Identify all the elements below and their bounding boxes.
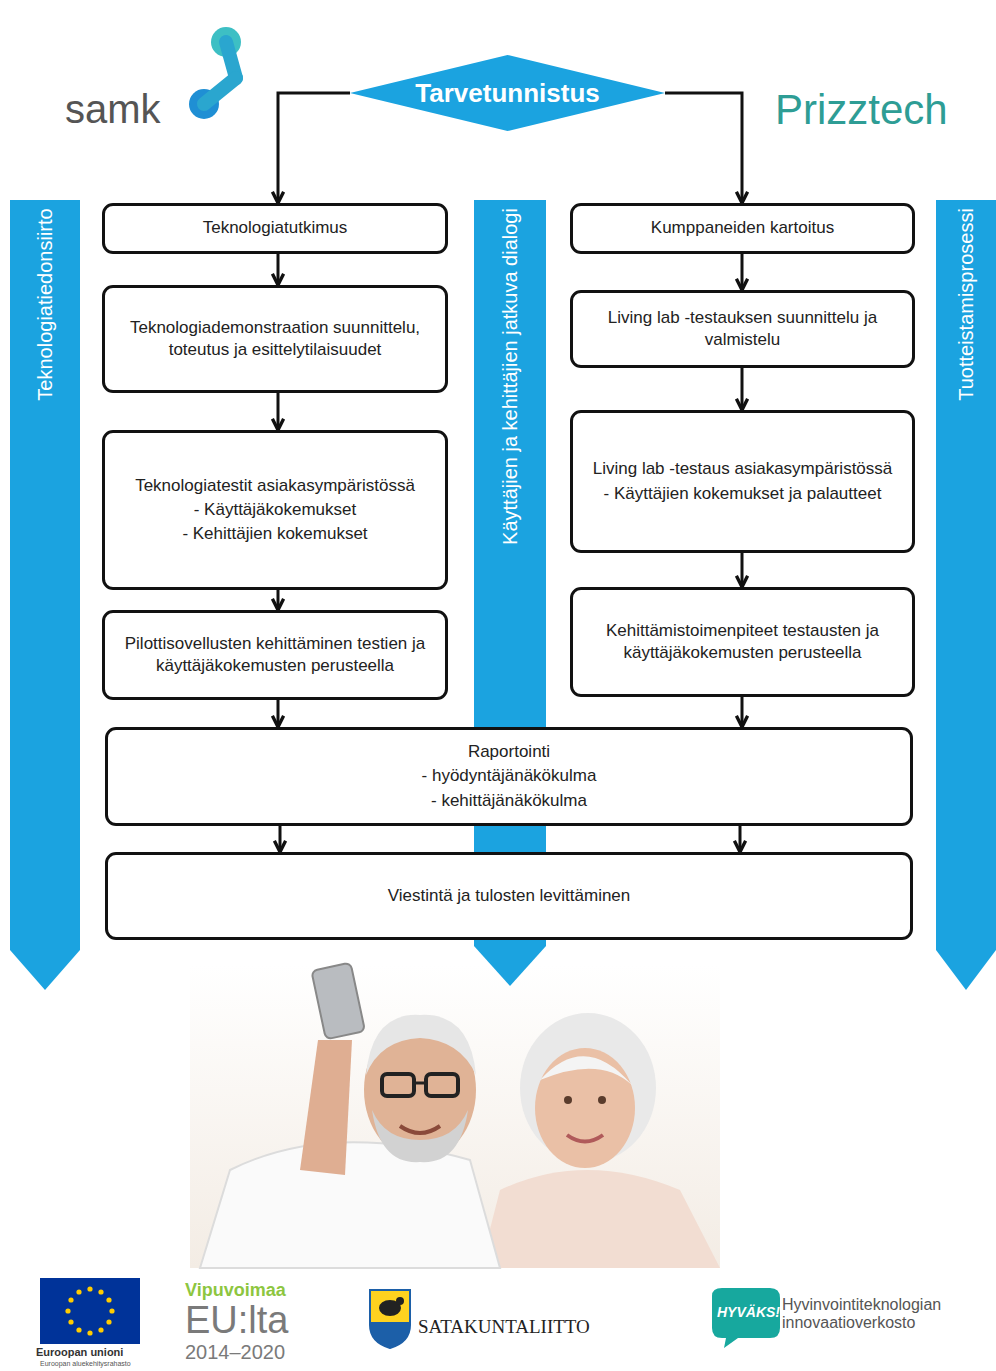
- node-text: Kehittämistoimenpiteet testausten ja käy…: [585, 620, 900, 664]
- node-text: Teknologiademonstraation suunnittelu, to…: [117, 317, 433, 361]
- node-text: Käyttäjien ja kehittäjien jatkuva dialog…: [499, 208, 522, 545]
- connector-arrow: [277, 393, 280, 430]
- logo-text: Euroopan aluekehitysrahasto: [40, 1360, 131, 1368]
- node-text: Living lab -testauksen suunnittelu ja va…: [585, 307, 900, 351]
- man-arm: [300, 1040, 352, 1175]
- logo-text: samk: [65, 86, 161, 132]
- decision-diamond: Tarvetunnistus: [350, 55, 665, 131]
- process-box: Living lab -testaus asiakasympäristössä -…: [570, 410, 915, 553]
- node-text: Teknologiatiedonsiirto: [34, 208, 57, 400]
- glasses: [382, 1074, 414, 1096]
- band-fill: [10, 200, 80, 990]
- glasses: [414, 1082, 426, 1085]
- eye: [564, 1096, 572, 1104]
- connector-arrow: [741, 553, 744, 587]
- bear: [396, 1297, 404, 1305]
- process-box: Teknologiatestit asiakasympäristössä- Kä…: [102, 430, 448, 590]
- logo-text: 2014–2020: [185, 1341, 285, 1364]
- logo-link: [204, 78, 236, 104]
- node-text: Living lab -testaus asiakasympäristössä: [593, 458, 893, 480]
- process-box: Kumppaneiden kartoitus: [570, 203, 915, 254]
- node-text: Raportointi: [468, 741, 550, 763]
- connector-arrow: [277, 700, 280, 727]
- eye: [598, 1096, 606, 1104]
- samk-logo: [189, 27, 241, 119]
- connector-arrow: [279, 826, 282, 852]
- phone: [311, 963, 365, 1040]
- woman-body: [480, 1170, 720, 1268]
- flag-stars: [65, 1286, 114, 1335]
- hyvaks-logo: [712, 1288, 780, 1348]
- logo-text: Hyvinvointiteknologian innovaatioverkost…: [782, 1296, 990, 1333]
- logo-text: SATAKUNTALIITTO: [418, 1316, 590, 1338]
- node-subtext: - Kehittäjien kokemukset: [182, 523, 367, 545]
- flag: [40, 1278, 140, 1344]
- shield-base: [370, 1322, 410, 1348]
- phase-band: Tuotteistamisprosessi: [936, 200, 996, 990]
- node-subtext: - Käyttäjäkokemukset: [194, 499, 357, 521]
- man-beard: [372, 1110, 468, 1162]
- shield: [370, 1290, 410, 1348]
- satakunta-crest: [370, 1290, 410, 1348]
- connector-arrow: [277, 254, 280, 285]
- woman-face: [535, 1048, 635, 1168]
- man-shirt: [200, 1142, 500, 1268]
- node-subtext: - hyödyntäjänäkökulma: [422, 765, 597, 787]
- process-box: Teknologiatutkimus: [102, 203, 448, 254]
- connector-arrow: [741, 697, 744, 727]
- node-text: Tuotteistamisprosessi: [955, 208, 978, 401]
- process-box: Kehittämistoimenpiteet testausten ja käy…: [570, 587, 915, 697]
- process-box: Pilottisovellusten kehittäminen testien …: [102, 610, 448, 700]
- logo-text: Vipuvoimaa: [185, 1280, 286, 1301]
- connector-arrow: [741, 368, 744, 410]
- connector-arrow: [665, 93, 742, 203]
- process-box: Teknologiademonstraation suunnittelu, to…: [102, 285, 448, 393]
- process-box: Raportointi- hyödyntäjänäkökulma - kehitt…: [105, 727, 913, 826]
- process-box: Living lab -testauksen suunnittelu ja va…: [570, 290, 915, 368]
- diamond-fill: [350, 55, 665, 131]
- logo-text: EU:lta: [185, 1299, 288, 1343]
- process-box: Viestintä ja tulosten levittäminen: [105, 852, 913, 940]
- photo-ground: [190, 965, 720, 1268]
- couple-photo: [190, 963, 720, 1268]
- woman-fringe: [540, 1056, 632, 1085]
- logo-text: HYVÄKS!: [717, 1304, 780, 1320]
- eu-flag: [40, 1278, 140, 1344]
- connector-arrow: [739, 826, 742, 852]
- glasses: [426, 1074, 458, 1096]
- logo-text: Euroopan unioni: [36, 1346, 123, 1359]
- node-text: Viestintä ja tulosten levittäminen: [388, 885, 631, 907]
- phase-band: Teknologiatiedonsiirto: [10, 200, 80, 990]
- man-hair: [366, 1015, 476, 1075]
- smile: [400, 1126, 440, 1133]
- connector-arrow: [277, 590, 280, 610]
- node-text: Pilottisovellusten kehittäminen testien …: [117, 633, 433, 677]
- node-text: Teknologiatutkimus: [203, 217, 348, 239]
- connector-arrow: [278, 93, 350, 203]
- band-fill: [936, 200, 996, 990]
- node-text: Teknologiatestit asiakasympäristössä: [135, 475, 415, 497]
- connector-arrow: [741, 254, 744, 290]
- node-subtext: - Käyttäjien kokemukset ja palautteet: [604, 483, 882, 505]
- node-subtext: - kehittäjänäkökulma: [431, 790, 587, 812]
- smile: [567, 1135, 603, 1142]
- node-text: Tarvetunnistus: [415, 78, 599, 109]
- node-text: Kumppaneiden kartoitus: [651, 217, 834, 239]
- logo-text: Prizztech: [775, 86, 948, 134]
